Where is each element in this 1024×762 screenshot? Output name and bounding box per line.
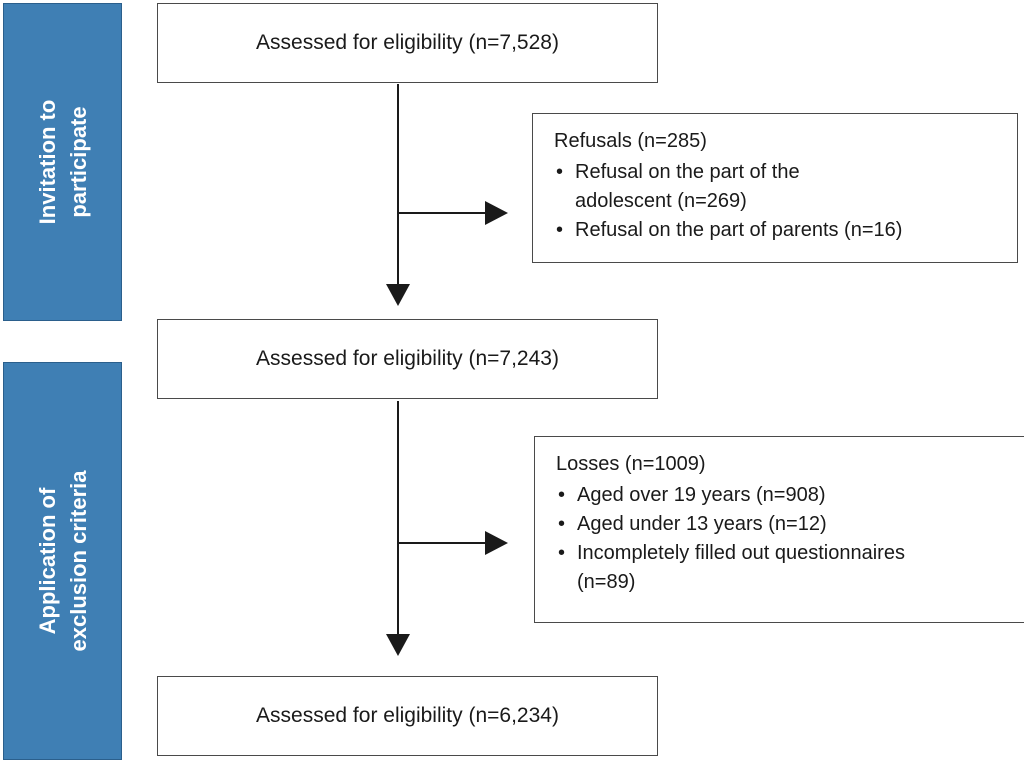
refusals-box: Refusals (n=285) Refusal on the part of …: [532, 113, 1018, 263]
list-item: Aged under 13 years (n=12): [556, 510, 1011, 539]
list-item-line: Refusal on the part of the: [575, 161, 800, 183]
step-text: Assessed for eligibility (n=7,243): [256, 347, 559, 370]
refusals-heading: Refusals (n=285): [554, 130, 707, 152]
list-item-line: Refusal on the part of parents (n=16): [575, 219, 903, 241]
phase-band-invitation: Invitation to participate: [3, 3, 122, 321]
phase-band-exclusion: Application of exclusion criteria: [3, 362, 122, 760]
list-item: Incompletely filled out questionnaires (…: [556, 539, 1011, 597]
list-item-line: Aged over 19 years (n=908): [577, 484, 826, 506]
arrowhead-down-1: [386, 284, 410, 306]
arrowhead-down-2: [386, 634, 410, 656]
refusals-list: Refusal on the part of the adolescent (n…: [554, 158, 1001, 245]
list-item-line: adolescent (n=269): [575, 190, 747, 212]
step-text: Assessed for eligibility (n=6,234): [256, 704, 559, 727]
step-box-eligibility-1: Assessed for eligibility (n=7,528): [157, 3, 658, 83]
arrowhead-right-refusals: [485, 201, 508, 225]
list-item-line: Incompletely filled out questionnaires: [577, 542, 905, 564]
step-text: Assessed for eligibility (n=7,528): [256, 31, 559, 54]
list-item: Aged over 19 years (n=908): [556, 481, 1011, 510]
list-item: Refusal on the part of parents (n=16): [554, 216, 1001, 245]
losses-heading: Losses (n=1009): [556, 453, 706, 475]
losses-box: Losses (n=1009) Aged over 19 years (n=90…: [534, 436, 1024, 623]
list-item-line: Aged under 13 years (n=12): [577, 513, 827, 535]
losses-list: Aged over 19 years (n=908) Aged under 13…: [556, 481, 1011, 597]
step-box-eligibility-3: Assessed for eligibility (n=6,234): [157, 676, 658, 756]
arrowhead-right-losses: [485, 531, 508, 555]
step-box-eligibility-2: Assessed for eligibility (n=7,243): [157, 319, 658, 399]
list-item-line: (n=89): [577, 571, 636, 593]
list-item: Refusal on the part of the adolescent (n…: [554, 158, 1001, 216]
